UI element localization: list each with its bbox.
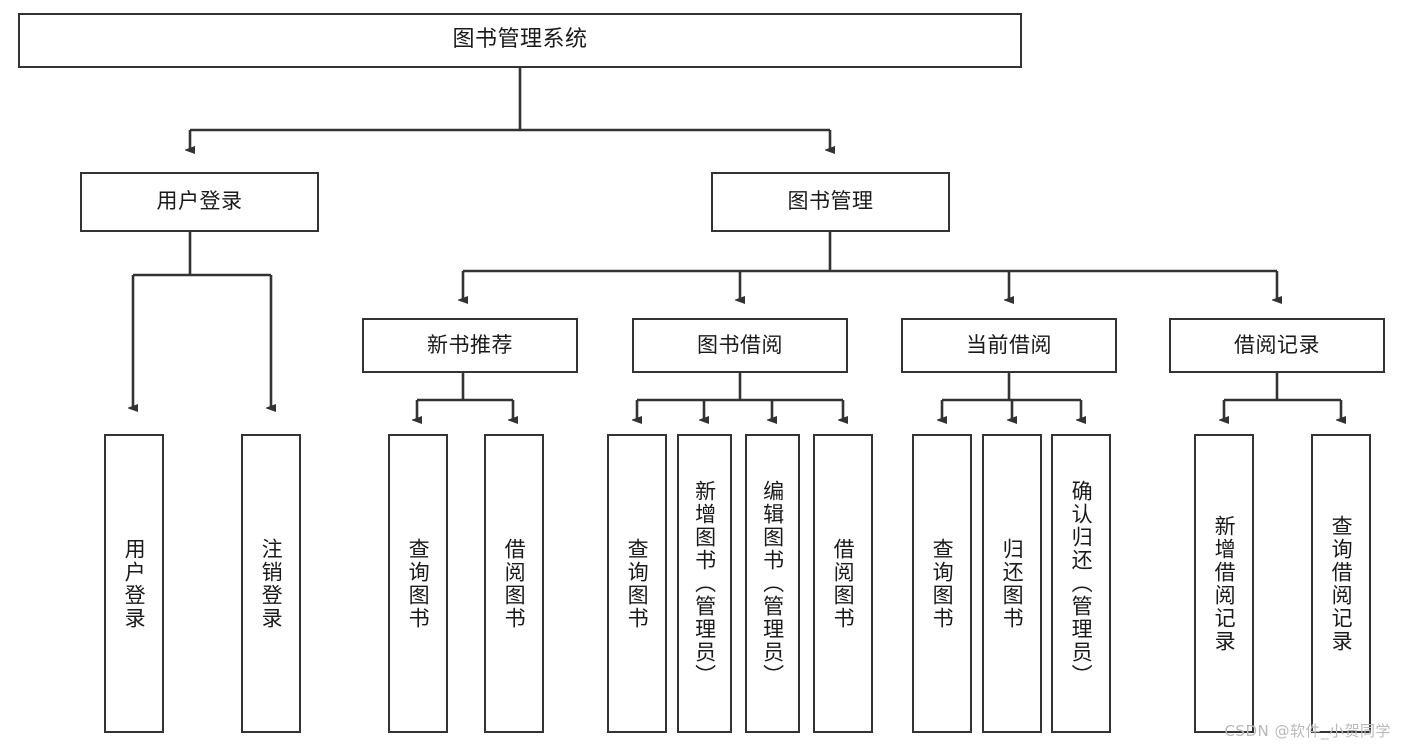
node-book-manage[interactable]: 图书管理 — [711, 172, 950, 232]
node-leaf-query-book-1-label: 查询图书 — [406, 537, 431, 630]
node-root-label: 图书管理系统 — [452, 27, 588, 53]
node-user-login-label: 用户登录 — [156, 189, 243, 214]
node-root[interactable]: 图书管理系统 — [18, 13, 1022, 68]
node-leaf-add-record[interactable]: 新增借阅记录 — [1194, 434, 1254, 733]
node-borrow-record[interactable]: 借阅记录 — [1169, 318, 1385, 373]
node-leaf-confirm-return-label: 确认归还（管理员） — [1069, 480, 1094, 687]
node-leaf-query-book-1[interactable]: 查询图书 — [388, 434, 448, 733]
node-leaf-confirm-return[interactable]: 确认归还（管理员） — [1051, 434, 1111, 733]
csdn-watermark: CSDN @软件_小贺同学 — [1224, 722, 1391, 740]
node-borrow-record-label: 借阅记录 — [1234, 332, 1320, 357]
node-book-borrow-label: 图书借阅 — [697, 332, 783, 357]
node-leaf-query-book-3-label: 查询图书 — [930, 537, 955, 630]
node-new-book-recommend-label: 新书推荐 — [427, 332, 513, 357]
node-leaf-add-book[interactable]: 新增图书（管理员） — [677, 434, 732, 733]
node-leaf-query-book-2-label: 查询图书 — [625, 537, 650, 630]
node-leaf-query-book-3[interactable]: 查询图书 — [912, 434, 972, 733]
node-leaf-edit-book-label: 编辑图书（管理员） — [760, 480, 785, 687]
node-leaf-add-book-label: 新增图书（管理员） — [692, 480, 717, 687]
node-leaf-query-record[interactable]: 查询借阅记录 — [1311, 434, 1371, 733]
node-leaf-logout-label: 注销登录 — [259, 537, 284, 630]
node-book-borrow[interactable]: 图书借阅 — [632, 318, 848, 373]
node-leaf-add-record-label: 新增借阅记录 — [1212, 514, 1237, 653]
node-user-login[interactable]: 用户登录 — [80, 172, 319, 232]
node-leaf-query-record-label: 查询借阅记录 — [1329, 514, 1354, 653]
node-leaf-user-login-label: 用户登录 — [122, 537, 147, 630]
node-current-borrow-label: 当前借阅 — [966, 332, 1052, 357]
node-leaf-borrow-book-1-label: 借阅图书 — [502, 537, 527, 630]
node-leaf-logout[interactable]: 注销登录 — [241, 434, 301, 733]
node-leaf-return-book[interactable]: 归还图书 — [982, 434, 1042, 733]
node-leaf-borrow-book-2-label: 借阅图书 — [831, 537, 856, 630]
node-leaf-user-login[interactable]: 用户登录 — [104, 434, 164, 733]
node-leaf-borrow-book-2[interactable]: 借阅图书 — [813, 434, 873, 733]
node-new-book-recommend[interactable]: 新书推荐 — [362, 318, 578, 373]
node-current-borrow[interactable]: 当前借阅 — [901, 318, 1117, 373]
node-book-manage-label: 图书管理 — [787, 189, 874, 214]
node-leaf-query-book-2[interactable]: 查询图书 — [607, 434, 667, 733]
node-leaf-return-book-label: 归还图书 — [1000, 537, 1025, 630]
node-leaf-borrow-book-1[interactable]: 借阅图书 — [484, 434, 544, 733]
node-leaf-edit-book[interactable]: 编辑图书（管理员） — [745, 434, 800, 733]
